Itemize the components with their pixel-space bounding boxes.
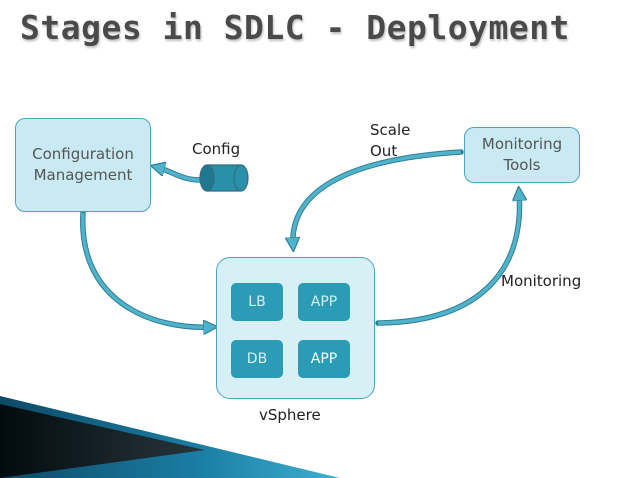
monitoring-tools-node: Monitoring Tools bbox=[464, 127, 580, 183]
monitoring-tools-label: Monitoring Tools bbox=[481, 135, 563, 174]
vsphere-node: LB APP DB APP bbox=[216, 257, 375, 399]
scale-out-label: Scale Out bbox=[370, 121, 411, 160]
slide-title: Stages in SDLC - Deployment bbox=[20, 8, 570, 47]
configuration-management-label: Configuration Management bbox=[32, 145, 134, 184]
arrow-monitoring bbox=[375, 189, 523, 326]
monitoring-label: Monitoring bbox=[501, 272, 582, 290]
config-label: Config bbox=[192, 140, 241, 158]
configuration-management-node: Configuration Management bbox=[15, 118, 151, 212]
arrow-scale-out bbox=[290, 149, 464, 249]
tile-app-top: APP bbox=[298, 283, 350, 321]
arrow-config-to-vsphere bbox=[80, 210, 215, 330]
database-cylinder-icon bbox=[199, 164, 249, 192]
tile-lb: LB bbox=[231, 283, 283, 321]
corner-wedge-dark bbox=[0, 404, 205, 478]
vsphere-label: vSphere bbox=[259, 406, 321, 424]
tile-db: DB bbox=[231, 340, 283, 378]
tile-app-bottom: APP bbox=[298, 340, 350, 378]
